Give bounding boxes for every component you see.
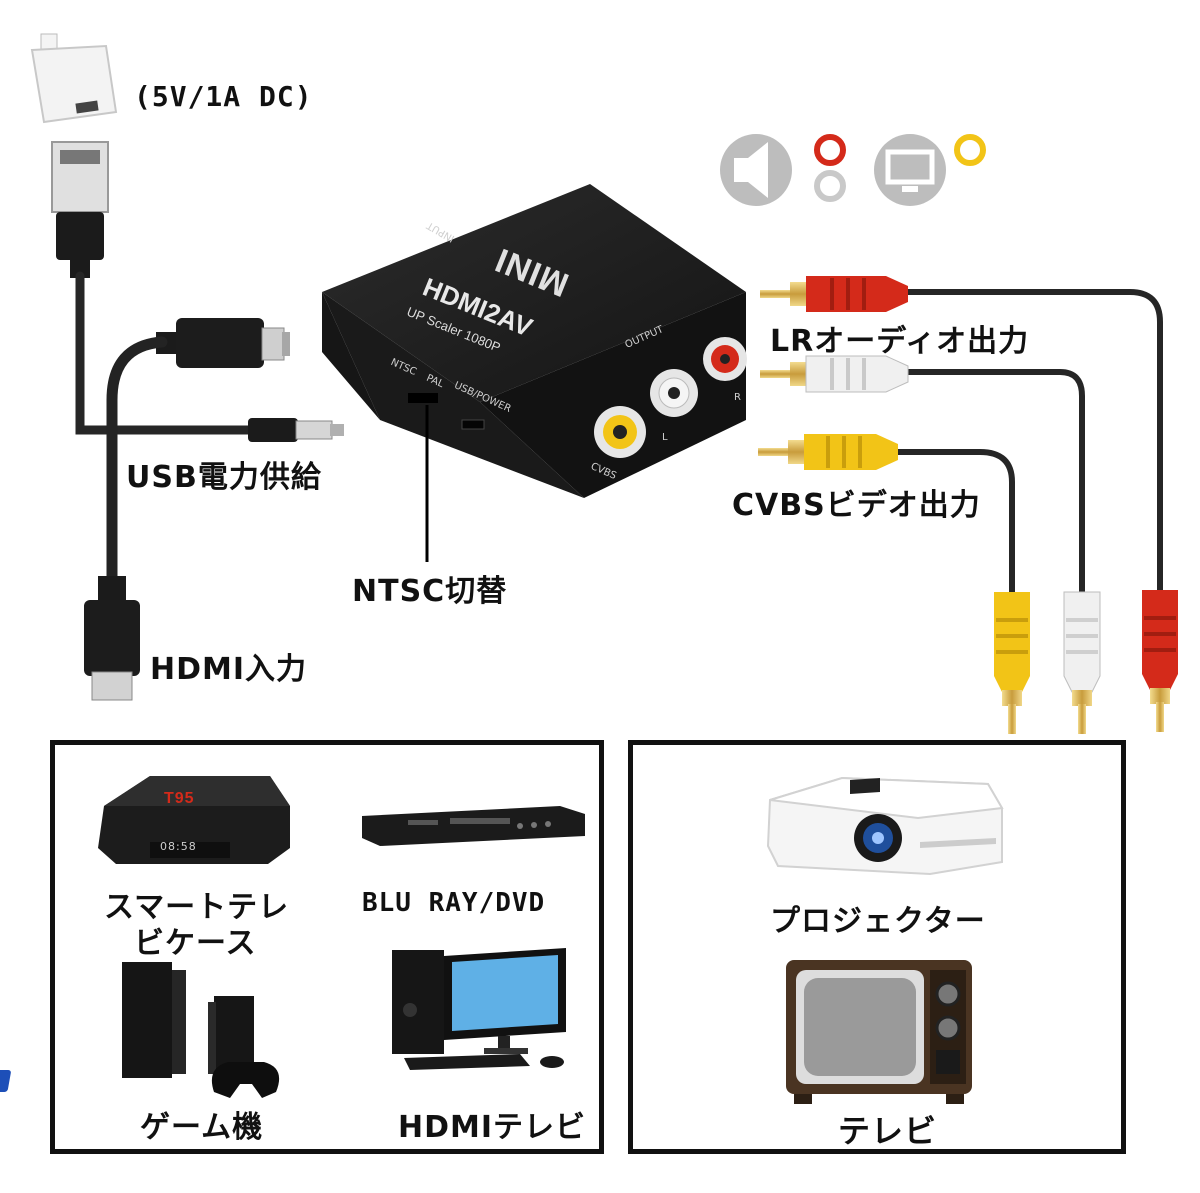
rca-plug-white-vertical: [1063, 591, 1101, 734]
bluray-label: BLU RAY/DVD: [362, 888, 546, 918]
monitor-icon: [874, 134, 946, 206]
hdmi-plug-bottom: [84, 576, 140, 701]
red-dot-icon: [814, 134, 846, 166]
adapter-ntsc-label: NTSC: [388, 357, 418, 378]
game-console-label: ゲーム機: [140, 1110, 264, 1145]
tv-box-label-line2: ビケース: [134, 926, 257, 961]
white-dot-icon: [814, 170, 846, 202]
adapter-pal-label: PAL: [424, 372, 446, 391]
tv-label: テレビ: [838, 1112, 938, 1150]
rca-plug-yellow: [758, 434, 898, 470]
wall-charger: [30, 33, 118, 124]
usb-power-port: [461, 419, 485, 430]
rca-plug-red-vertical: [1142, 590, 1178, 732]
hdmi-tv-label: HDMIテレビ: [398, 1110, 587, 1145]
rca-jack-r: [703, 337, 747, 381]
tv-box-brand: T95: [164, 790, 195, 807]
adapter-input-label: INPUT: [425, 219, 457, 244]
cvbs-video-label: CVBSビデオ出力: [732, 488, 981, 523]
adapter-output-label: OUTPUT: [623, 324, 666, 351]
hdmi2av-adapter: [322, 184, 746, 498]
yellow-dot-icon: [954, 134, 986, 166]
tv-box-display: 08:58: [160, 840, 197, 853]
projector-label: プロジェクター: [770, 904, 986, 939]
mini-usb-plug: [248, 418, 344, 442]
hdmi-plug-top: [156, 318, 290, 368]
rca-jack-l: [650, 369, 698, 417]
rca-plug-white: [760, 355, 909, 393]
usb-cable: [75, 271, 255, 435]
rca-plug-red: [760, 276, 908, 312]
usb-plug: [51, 141, 109, 278]
adapter-l-label: L: [662, 432, 668, 443]
rca-jack-cvbs: [594, 406, 646, 458]
usb-power-label: USB電力供給: [126, 460, 322, 495]
lr-audio-label: LRオーディオ出力: [770, 324, 1030, 359]
adapter-usb-label: USB/POWER: [452, 380, 513, 415]
ntsc-switch-label: NTSC切替: [352, 574, 508, 609]
speaker-icon: [720, 134, 792, 206]
adapter-r-label: R: [734, 392, 741, 403]
adapter-brand: MINI: [489, 240, 574, 304]
adapter-cvbs-label: CVBS: [588, 461, 618, 482]
output-devices-panel: [628, 740, 1126, 1154]
tv-box-label-line1: スマートテレ: [104, 890, 290, 925]
power-spec-label: (5V/1A DC): [134, 80, 313, 113]
ntsc-pal-switch[interactable]: [408, 393, 438, 403]
rca-plug-yellow-vertical: [994, 592, 1030, 734]
hdmi-input-label: HDMI入力: [150, 652, 308, 687]
